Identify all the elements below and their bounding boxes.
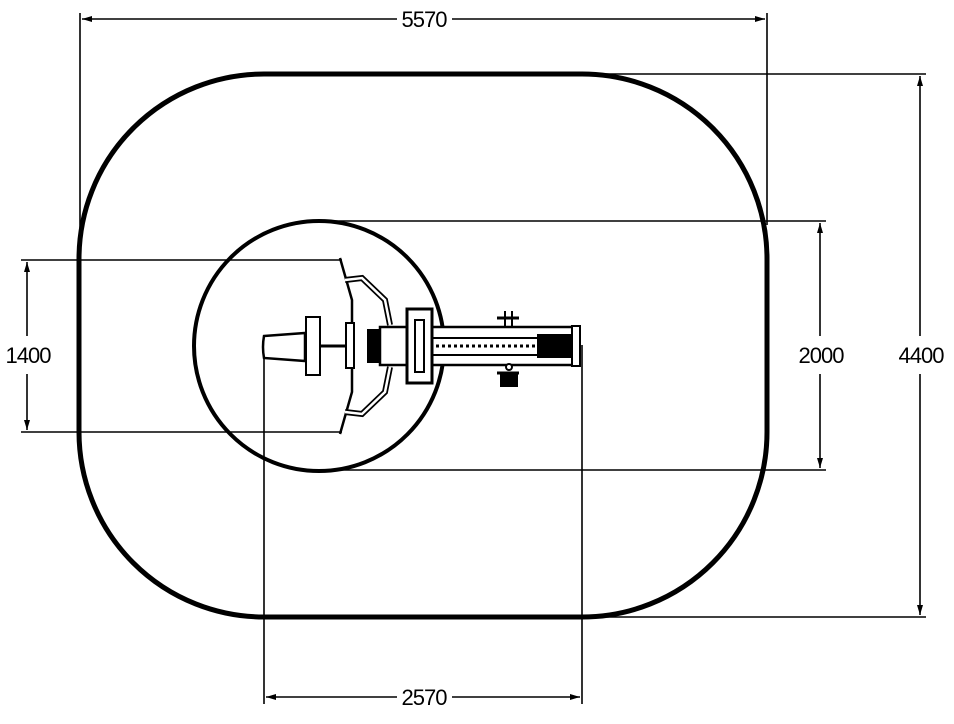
label-overall-depth: 4400 [899,343,945,368]
fitness-equipment [261,257,581,435]
extension-lines [21,13,926,704]
seat-pad [305,316,321,376]
dimension-lines [24,16,923,700]
label-equipment-length: 2570 [402,685,448,710]
label-circle-diameter: 2000 [799,343,845,368]
handle [261,331,307,363]
label-equipment-width: 1400 [6,343,52,368]
bolt-bottom [497,363,519,387]
bolt-top [497,311,519,328]
safety-zone-outline [76,71,770,620]
label-overall-width: 5570 [402,7,448,32]
